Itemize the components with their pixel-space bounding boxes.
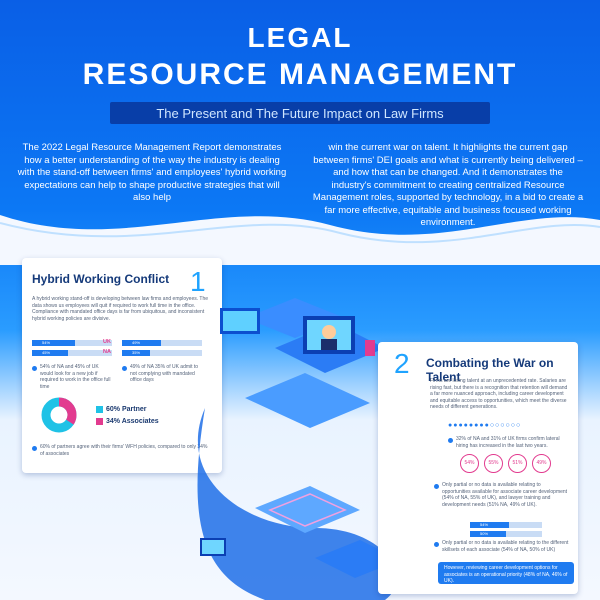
- tag-na: NA: [103, 349, 111, 355]
- war-on-talent-card: 2 Combating the War on Talent Firms are …: [378, 342, 578, 594]
- bar-label: 49%: [132, 340, 141, 345]
- hybrid-working-card: Hybrid Working Conflict 1 A hybrid worki…: [22, 258, 222, 473]
- intro-left: The 2022 Legal Resource Management Repor…: [17, 142, 287, 203]
- title-line-1: LEGAL: [247, 22, 353, 53]
- bullet-dot: [434, 484, 439, 489]
- bar-fill: [470, 522, 509, 528]
- legend-swatch-partner: [96, 406, 103, 413]
- bullet-dot: [434, 542, 439, 547]
- tag-uk: UK: [103, 339, 111, 345]
- card1-note-right: 49% of NA 35% of UK admit to not complyi…: [130, 364, 199, 383]
- card1-bar-left-2: 45%: [32, 350, 112, 356]
- dots-row: ●●●●●●●●○○○○○○: [448, 422, 522, 429]
- bullet-dot: [448, 438, 453, 443]
- bullet-dot: [32, 366, 37, 371]
- legend-swatch-associates: [96, 418, 103, 425]
- title-line-2: RESOURCE MANAGEMENT: [82, 58, 518, 91]
- bar-label: 50%: [480, 531, 489, 536]
- donut-chart: [41, 397, 77, 433]
- bar-label: 45%: [42, 350, 51, 355]
- card1-number: 1: [190, 266, 206, 297]
- subtitle: The Present and The Future Impact on Law…: [156, 106, 444, 121]
- bar-label: 54%: [480, 522, 489, 527]
- card2-number: 2: [394, 348, 410, 379]
- bar-fill: [32, 350, 68, 356]
- card2-note1: 32% of NA and 31% of UK firms confirm la…: [456, 436, 560, 449]
- bullet-dot: [122, 366, 127, 371]
- intro-right: win the current war on talent. It highli…: [312, 142, 584, 228]
- bullet-dot: [32, 446, 37, 451]
- bar-label: 35%: [132, 350, 141, 355]
- card2-bar-2: 50%: [470, 531, 542, 537]
- card1-note-left: 54% of NA and 45% of UK would look for a…: [40, 364, 111, 390]
- stat-circle-2: 55%: [484, 454, 503, 473]
- card2-body: Firms are losing talent at an unpreceden…: [430, 378, 568, 410]
- bar-fill: [32, 340, 76, 346]
- isometric-illustration: [197, 298, 400, 600]
- stat-circle-4: 49%: [532, 454, 551, 473]
- bar-fill: [122, 350, 150, 356]
- wave-divider: [0, 215, 600, 265]
- card2-bar-1: 54%: [470, 522, 542, 528]
- stat-circle-3: 51%: [508, 454, 527, 473]
- legend-partner: 60% Partner: [106, 406, 147, 413]
- card1-bar-left-1: 54%: [32, 340, 112, 346]
- card1-note-bottom: 60% of partners agree with their firms' …: [40, 444, 208, 457]
- subtitle-bar: [110, 102, 490, 124]
- card2-title: Combating the War on Talent: [426, 356, 554, 384]
- card1-bar-right-2: 35%: [122, 350, 202, 356]
- stat-circle-1: 54%: [460, 454, 479, 473]
- bar-fill: [122, 340, 162, 346]
- card2-note2: Only partial or no data is available rel…: [442, 482, 568, 508]
- card1-bar-right-1: 49%: [122, 340, 202, 346]
- card1-body: A hybrid working stand-off is developing…: [32, 296, 209, 322]
- card1-title: Hybrid Working Conflict: [32, 272, 170, 286]
- bar-label: 54%: [42, 340, 51, 345]
- bar-fill: [470, 531, 506, 537]
- card2-tip-box: However, reviewing career development op…: [438, 562, 574, 584]
- card2-note3: Only partial or no data is available rel…: [442, 540, 569, 553]
- legend-associates: 34% Associates: [106, 418, 159, 425]
- card2-tip: However, reviewing career development op…: [444, 565, 568, 584]
